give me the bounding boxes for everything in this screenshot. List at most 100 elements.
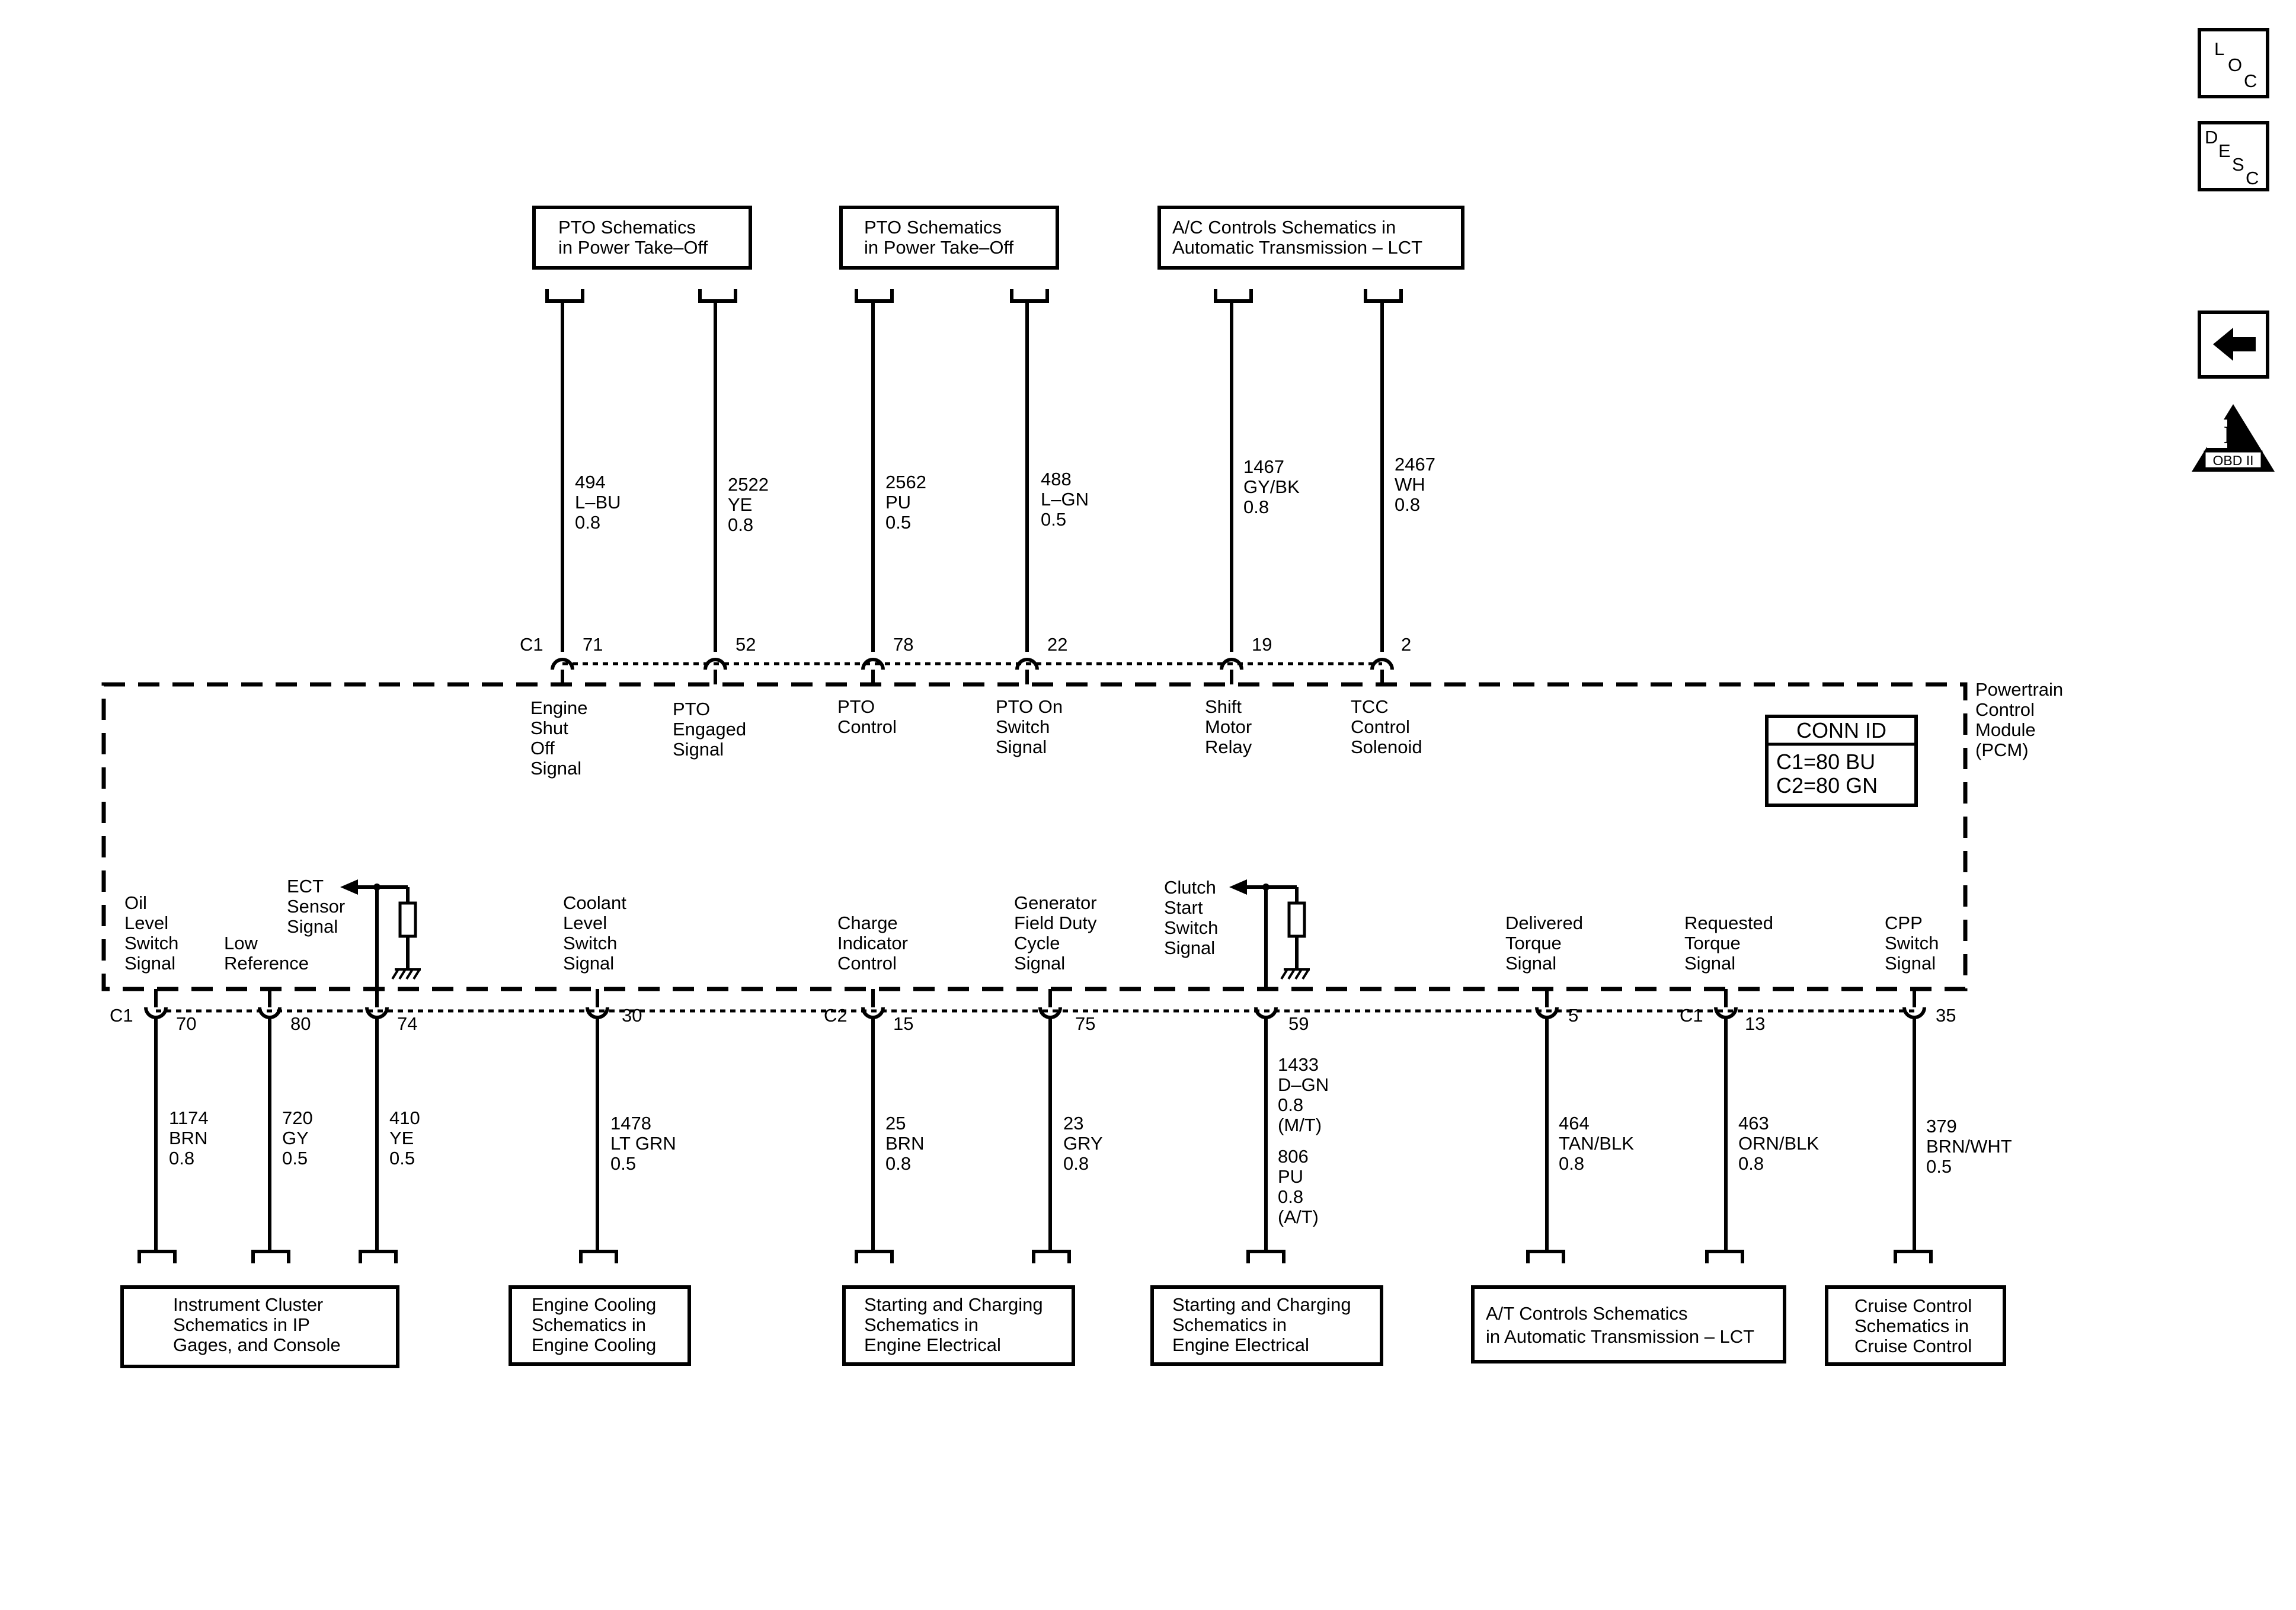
bottom-ref-box-starting-charging-1[interactable]: Starting and Charging Schematics in Engi… bbox=[842, 1285, 1075, 1366]
top-wire-19-color: GY/BK bbox=[1243, 476, 1300, 497]
bottom-pin-70: 70 bbox=[176, 1013, 196, 1034]
bottom-connector-label-c1: C1 bbox=[110, 1005, 133, 1026]
bottom-wire-59-variant-mt: (M/T) bbox=[1278, 1115, 1322, 1135]
bottom-circuit-75: Generator Field Duty Cycle Signal 75 23 … bbox=[1014, 892, 1103, 1263]
bottom-pin-5: 5 bbox=[1568, 1005, 1578, 1026]
desc-letter-1: D bbox=[2205, 127, 2218, 148]
signal-coolant-level-2: Level bbox=[563, 913, 607, 933]
signal-low-reference-2: Reference bbox=[224, 953, 309, 974]
signal-charge-indicator-2: Indicator bbox=[837, 933, 908, 953]
signal-clutch-start-4: Signal bbox=[1164, 937, 1215, 958]
top-wire-52-number: 2522 bbox=[728, 474, 769, 495]
bottom-ref-box-sc1-line-1: Starting and Charging bbox=[864, 1294, 1043, 1315]
signal-engine-shut-off-4: Signal bbox=[530, 758, 581, 779]
bottom-wire-74-color: YE bbox=[389, 1128, 414, 1148]
bottom-connector-label-c1-b: C1 bbox=[1680, 1005, 1703, 1026]
signal-coolant-level-1: Coolant bbox=[563, 892, 626, 913]
bottom-ref-box-cc-line-3: Cruise Control bbox=[1854, 1336, 1972, 1356]
clutch-ground-icon bbox=[1280, 968, 1310, 980]
bottom-wire-74-gauge: 0.5 bbox=[389, 1148, 415, 1169]
bottom-wire-75-gauge: 0.8 bbox=[1063, 1153, 1089, 1174]
top-circuit-78: 2562 PU 0.5 78 PTO Control bbox=[837, 289, 926, 737]
signal-cpp-switch-1: CPP bbox=[1885, 913, 1923, 933]
bottom-wire-30-color: LT GRN bbox=[610, 1133, 676, 1154]
obd-ii-button[interactable]: II OBD II bbox=[2192, 404, 2275, 472]
top-wire-78-color: PU bbox=[885, 492, 911, 513]
bottom-pin-74: 74 bbox=[397, 1013, 417, 1034]
back-arrow-button[interactable] bbox=[2198, 311, 2269, 379]
signal-clutch-start-3: Switch bbox=[1164, 917, 1218, 938]
bottom-wire-75-number: 23 bbox=[1063, 1113, 1083, 1134]
top-wire-2-gauge: 0.8 bbox=[1395, 494, 1420, 515]
signal-generator-field-3: Cycle bbox=[1014, 933, 1060, 953]
loc-letter-3: C bbox=[2244, 71, 2257, 91]
bottom-circuit-13: Requested Torque Signal 13 463 ORN/BLK 0… bbox=[1684, 913, 1819, 1263]
conn-id-row-c1: C1=80 BU bbox=[1776, 750, 1875, 774]
loc-button[interactable]: L O C bbox=[2198, 28, 2269, 98]
bottom-ref-box-engine-cooling[interactable]: Engine Cooling Schematics in Engine Cool… bbox=[509, 1285, 691, 1366]
bottom-ref-box-at-line-1: A/T Controls Schematics bbox=[1486, 1303, 1688, 1324]
signal-pto-engaged-3: Signal bbox=[673, 739, 724, 760]
top-wire-71-color: L–BU bbox=[575, 492, 621, 513]
bottom-wire-80-gauge: 0.5 bbox=[282, 1148, 308, 1169]
signal-oil-level-4: Signal bbox=[124, 953, 175, 974]
bottom-ref-box-at-controls[interactable]: A/T Controls Schematics in Automatic Tra… bbox=[1471, 1285, 1786, 1363]
bottom-ref-box-instrument-cluster[interactable]: Instrument Cluster Schematics in IP Gage… bbox=[120, 1285, 399, 1368]
conn-id-table: CONN ID C1=80 BU C2=80 GN bbox=[1765, 715, 1918, 807]
signal-generator-field-1: Generator bbox=[1014, 892, 1097, 913]
bottom-wire-15-gauge: 0.8 bbox=[885, 1153, 911, 1174]
top-ref-box-ac-controls[interactable]: A/C Controls Schematics in Automatic Tra… bbox=[1157, 206, 1464, 270]
top-pin-52: 52 bbox=[736, 634, 756, 655]
bottom-wire-5-number: 464 bbox=[1559, 1113, 1590, 1134]
bottom-ref-box-cc-line-2: Schematics in bbox=[1854, 1315, 1969, 1336]
bottom-circuit-35: CPP Switch Signal 35 379 BRN/WHT 0.5 bbox=[1885, 913, 2012, 1263]
signal-engine-shut-off-2: Shut bbox=[530, 718, 568, 738]
bottom-wire-30-number: 1478 bbox=[610, 1113, 651, 1134]
signal-pto-on-switch-3: Signal bbox=[996, 737, 1047, 757]
bottom-ref-box-starting-charging-2[interactable]: Starting and Charging Schematics in Engi… bbox=[1150, 1285, 1383, 1366]
top-circuit-19: 1467 GY/BK 0.8 19 Shift Motor Relay bbox=[1205, 289, 1300, 757]
desc-button[interactable]: D E S C bbox=[2198, 121, 2269, 191]
signal-cpp-switch-2: Switch bbox=[1885, 933, 1939, 953]
pcm-name-2: Control bbox=[1975, 699, 2035, 720]
bottom-ref-box-ec-line-2: Schematics in bbox=[532, 1314, 646, 1335]
bottom-wire-15-color: BRN bbox=[885, 1133, 924, 1154]
top-ref-box-pto-1-line-2: in Power Take–Off bbox=[558, 237, 708, 258]
bottom-wire-59-color-at: PU bbox=[1278, 1166, 1303, 1187]
signal-ect-sensor-2: Sensor bbox=[287, 896, 345, 917]
bottom-ref-box-cruise-control[interactable]: Cruise Control Schematics in Cruise Cont… bbox=[1825, 1285, 2006, 1366]
signal-ect-sensor-3: Signal bbox=[287, 916, 338, 937]
bottom-connector-label-c2: C2 bbox=[824, 1005, 848, 1026]
signal-delivered-torque-3: Signal bbox=[1505, 953, 1556, 974]
signal-tcc-control-solenoid-2: Control bbox=[1351, 716, 1410, 737]
top-pin-71: 71 bbox=[583, 634, 603, 655]
top-pin-78: 78 bbox=[893, 634, 913, 655]
pcm-module-boundary bbox=[101, 682, 1968, 991]
top-circuit-2: 2467 WH 0.8 2 TCC Control Solenoid bbox=[1351, 289, 1435, 757]
top-circuit-52: 2522 YE 0.8 52 PTO Engaged Signal bbox=[673, 289, 769, 760]
top-ref-box-pto-1-line-1: PTO Schematics bbox=[558, 217, 696, 238]
top-circuit-71: 494 L–BU 0.8 71 Engine Shut Off Signal bbox=[530, 289, 621, 779]
conn-id-row-c2: C2=80 GN bbox=[1776, 773, 1878, 798]
signal-ect-sensor-1: ECT bbox=[287, 876, 324, 897]
top-ref-box-pto-1[interactable]: PTO Schematics in Power Take–Off bbox=[532, 206, 752, 270]
bottom-wire-15-number: 25 bbox=[885, 1113, 906, 1134]
bottom-ref-box-ec-line-3: Engine Cooling bbox=[532, 1334, 656, 1355]
pcm-name-3: Module bbox=[1975, 719, 2036, 740]
bottom-ref-box-ic-line-3: Gages, and Console bbox=[173, 1334, 341, 1355]
top-wire-2-number: 2467 bbox=[1395, 454, 1435, 475]
signal-requested-torque-2: Torque bbox=[1684, 933, 1741, 953]
bottom-ref-box-cc-line-1: Cruise Control bbox=[1854, 1295, 1972, 1316]
top-ref-box-pto-2[interactable]: PTO Schematics in Power Take–Off bbox=[839, 206, 1059, 270]
bottom-ref-box-at-line-2: in Automatic Transmission – LCT bbox=[1486, 1326, 1754, 1347]
bottom-wire-75-color: GRY bbox=[1063, 1133, 1103, 1154]
top-wire-22-gauge: 0.5 bbox=[1041, 509, 1066, 530]
ect-resistor-icon bbox=[398, 901, 417, 938]
loc-letter-2: O bbox=[2228, 55, 2242, 75]
bottom-pin-80: 80 bbox=[290, 1013, 311, 1034]
bottom-wire-80-color: GY bbox=[282, 1128, 309, 1148]
bottom-circuit-30: Coolant Level Switch Signal 30 1478 LT G… bbox=[563, 892, 676, 1263]
bottom-wire-80-number: 720 bbox=[282, 1108, 313, 1128]
bottom-wire-13-number: 463 bbox=[1738, 1113, 1769, 1134]
